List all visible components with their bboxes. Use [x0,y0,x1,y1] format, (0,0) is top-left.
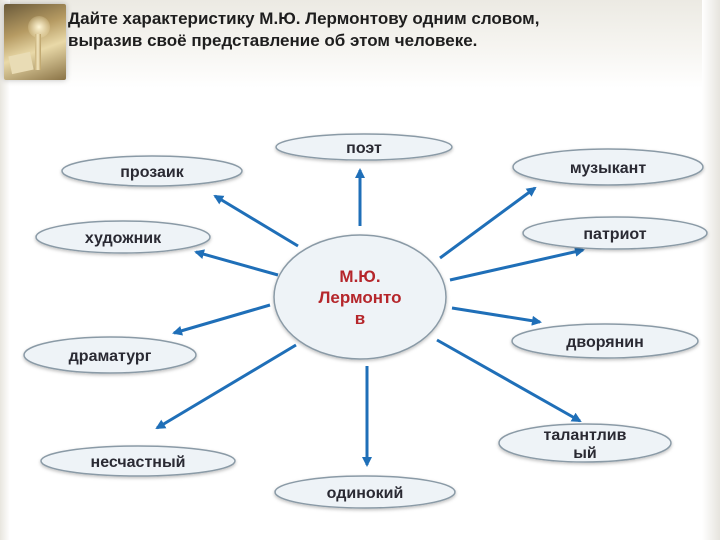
arrows-group [155,168,585,467]
node-lonely: одинокий [274,475,456,509]
node-musician: музыкант [512,148,704,186]
arrow-to-nobleman [451,306,542,326]
node-talented-ellipse [498,423,672,463]
node-artist: художник [35,220,211,254]
title-line-2: выразив своё представление об этом челов… [68,31,478,50]
title-line-1: Дайте характеристику М.Ю. Лермонтову одн… [68,9,540,28]
node-playwright-ellipse [23,336,197,374]
arrow-to-playwright [172,303,271,336]
node-patriot-label: патриот [583,226,646,243]
node-poet-ellipse [275,133,453,161]
arrow-to-musician [439,186,537,260]
candle-shape [35,34,41,70]
node-poet: поэт [275,133,453,161]
node-patriot-ellipse [522,216,708,250]
node-artist-label: художник [85,230,162,247]
node-talented-label-line-1: талантлив [544,427,627,444]
node-patriot: патриот [522,216,708,250]
center-node: М.Ю. Лермонто в [273,234,447,360]
node-artist-ellipse [35,220,211,254]
node-prosaic-ellipse [61,155,243,187]
center-node-label-line-2: Лермонто [318,288,401,307]
node-musician-label: музыкант [570,160,647,177]
arrow-to-patriot [449,246,585,282]
node-nobleman-label: дворянин [566,334,644,351]
node-playwright: драматург [23,336,197,374]
arrow-to-talented [436,338,582,423]
arrow-to-unhappy [155,343,297,430]
node-nobleman-ellipse [511,323,699,359]
center-node-label-line-3: в [355,309,365,328]
slide-frame-left [0,0,10,540]
node-unhappy: несчастный [40,445,236,477]
decorative-candle-photo [4,4,66,80]
node-poet-label: поэт [346,140,382,157]
slide-frame-top [0,0,720,88]
node-lonely-ellipse [274,475,456,509]
center-node-label-line-1: М.Ю. [339,267,380,286]
candle-glow [28,16,50,38]
arrow-to-artist [194,249,279,277]
center-node-ellipse [273,234,447,360]
node-lonely-label: одинокий [327,485,404,502]
node-playwright-label: драматург [69,348,152,365]
node-musician-ellipse [512,148,704,186]
node-prosaic: прозаик [61,155,243,187]
node-talented-label-line-2: ый [573,445,597,462]
node-unhappy-label: несчастный [91,454,186,471]
node-unhappy-ellipse [40,445,236,477]
node-nobleman: дворянин [511,323,699,359]
node-prosaic-label: прозаик [120,164,184,181]
slide-title: Дайте характеристику М.Ю. Лермонтову одн… [68,8,668,52]
arrow-to-prosaic [213,194,299,248]
slide-frame-right [702,0,720,540]
